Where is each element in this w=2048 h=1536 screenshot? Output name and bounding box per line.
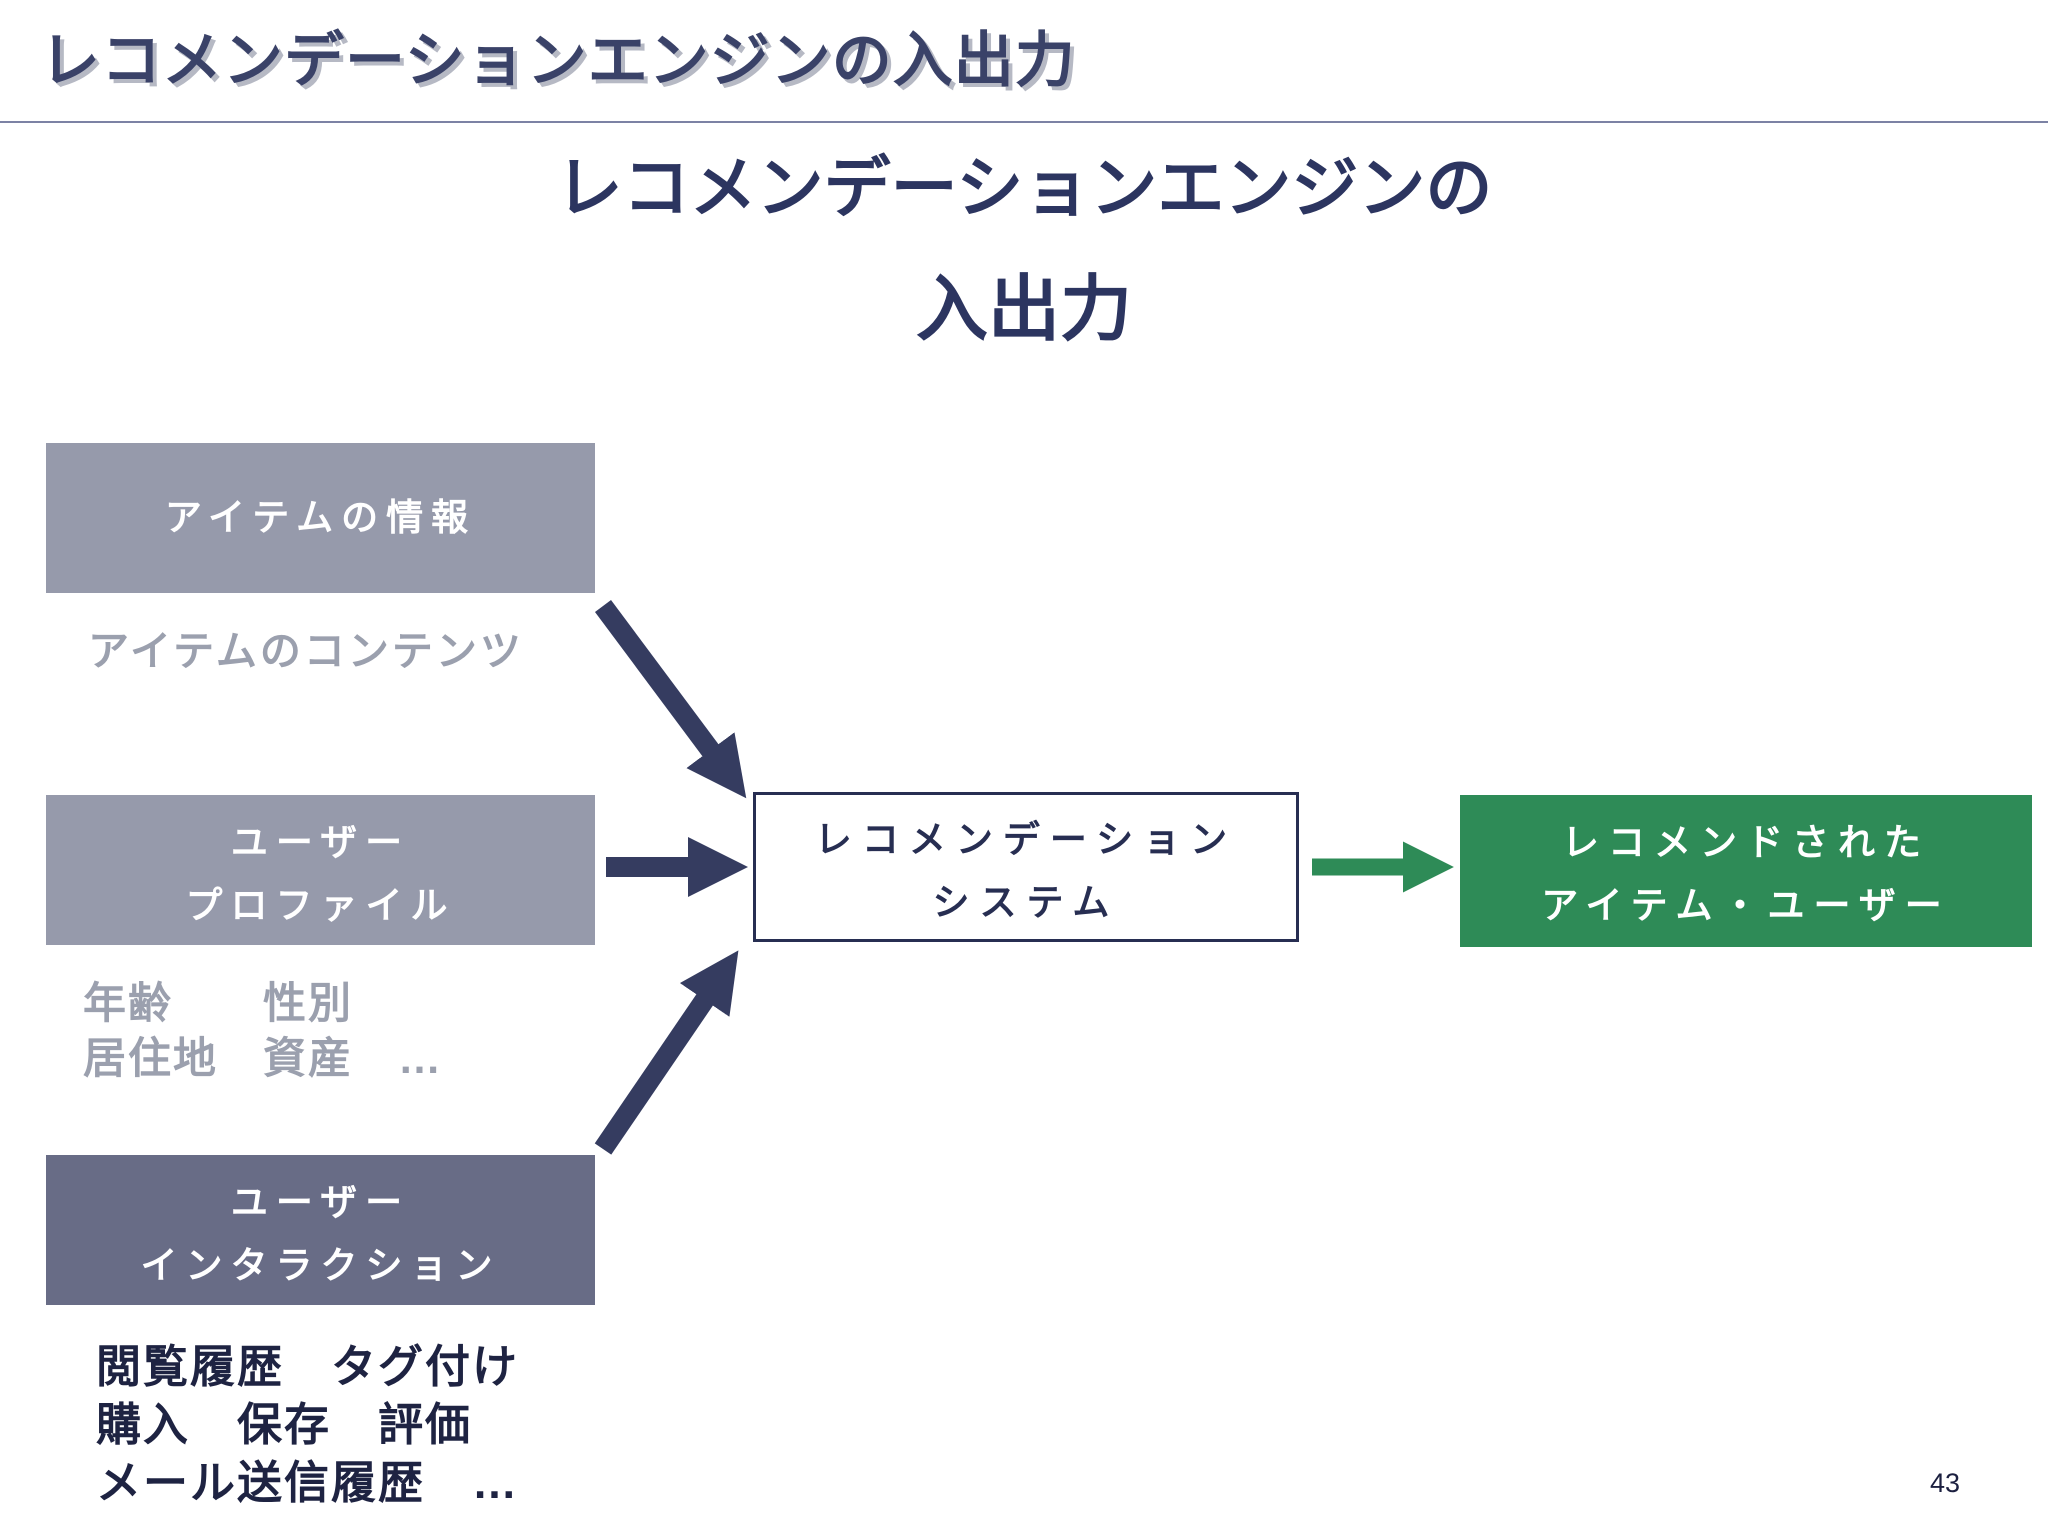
- header-title: レコメンデーションエンジンの入出力: [40, 27, 1076, 94]
- engine-box-label-1: レコメンデーション: [814, 819, 1238, 860]
- input-box-item-info-label: アイテムの情報: [164, 497, 477, 538]
- input-box-user-profile: ユーザー プロファイル: [46, 795, 595, 945]
- user-profile-annotation-line-2: 居住地 資産 …: [83, 1035, 443, 1083]
- output-box-label-2: アイテム・ユーザー: [1541, 885, 1951, 926]
- user-interaction-annotation: 閲覧履歴 タグ付け 購入 保存 評価 メール送信履歴 …: [96, 1338, 519, 1512]
- output-box-label-1: レコメンドされた: [1562, 822, 1930, 863]
- arrow-item-info-to-engine: [594, 600, 747, 799]
- user-interaction-annotation-line-2: 購入 保存 評価: [96, 1399, 473, 1450]
- item-info-annotation: アイテムのコンテンツ: [88, 628, 524, 674]
- engine-box: レコメンデーション システム: [753, 792, 1299, 942]
- input-box-user-interaction-label-1: ユーザー: [230, 1182, 411, 1223]
- output-box: レコメンドされた アイテム・ユーザー: [1460, 795, 2032, 947]
- input-box-item-info: アイテムの情報: [46, 443, 595, 593]
- arrow-user-interaction-to-engine: [594, 950, 739, 1155]
- header-rule: [0, 121, 2048, 123]
- user-profile-annotation: 年齢 性別 居住地 資産 …: [83, 977, 443, 1087]
- input-box-user-profile-label-1: ユーザー: [230, 822, 411, 863]
- input-box-user-interaction: ユーザー インタラクション: [46, 1155, 595, 1305]
- user-interaction-annotation-line-1: 閲覧履歴 タグ付け: [96, 1341, 520, 1392]
- user-profile-annotation-line-1: 年齢 性別: [83, 980, 353, 1028]
- user-interaction-annotation-line-3: メール送信履歴 …: [96, 1457, 520, 1508]
- engine-box-label-2: システム: [932, 882, 1120, 923]
- slide-title-line-1: レコメンデーションエンジンの: [555, 151, 1493, 226]
- input-box-user-interaction-label-2: インタラクション: [140, 1245, 501, 1286]
- page-number: 43: [1930, 1468, 1961, 1498]
- input-box-user-profile-label-2: プロファイル: [185, 885, 456, 926]
- slide-title: レコメンデーションエンジンの 入出力: [0, 148, 2048, 358]
- slide-title-line-2: 入出力: [915, 270, 1132, 350]
